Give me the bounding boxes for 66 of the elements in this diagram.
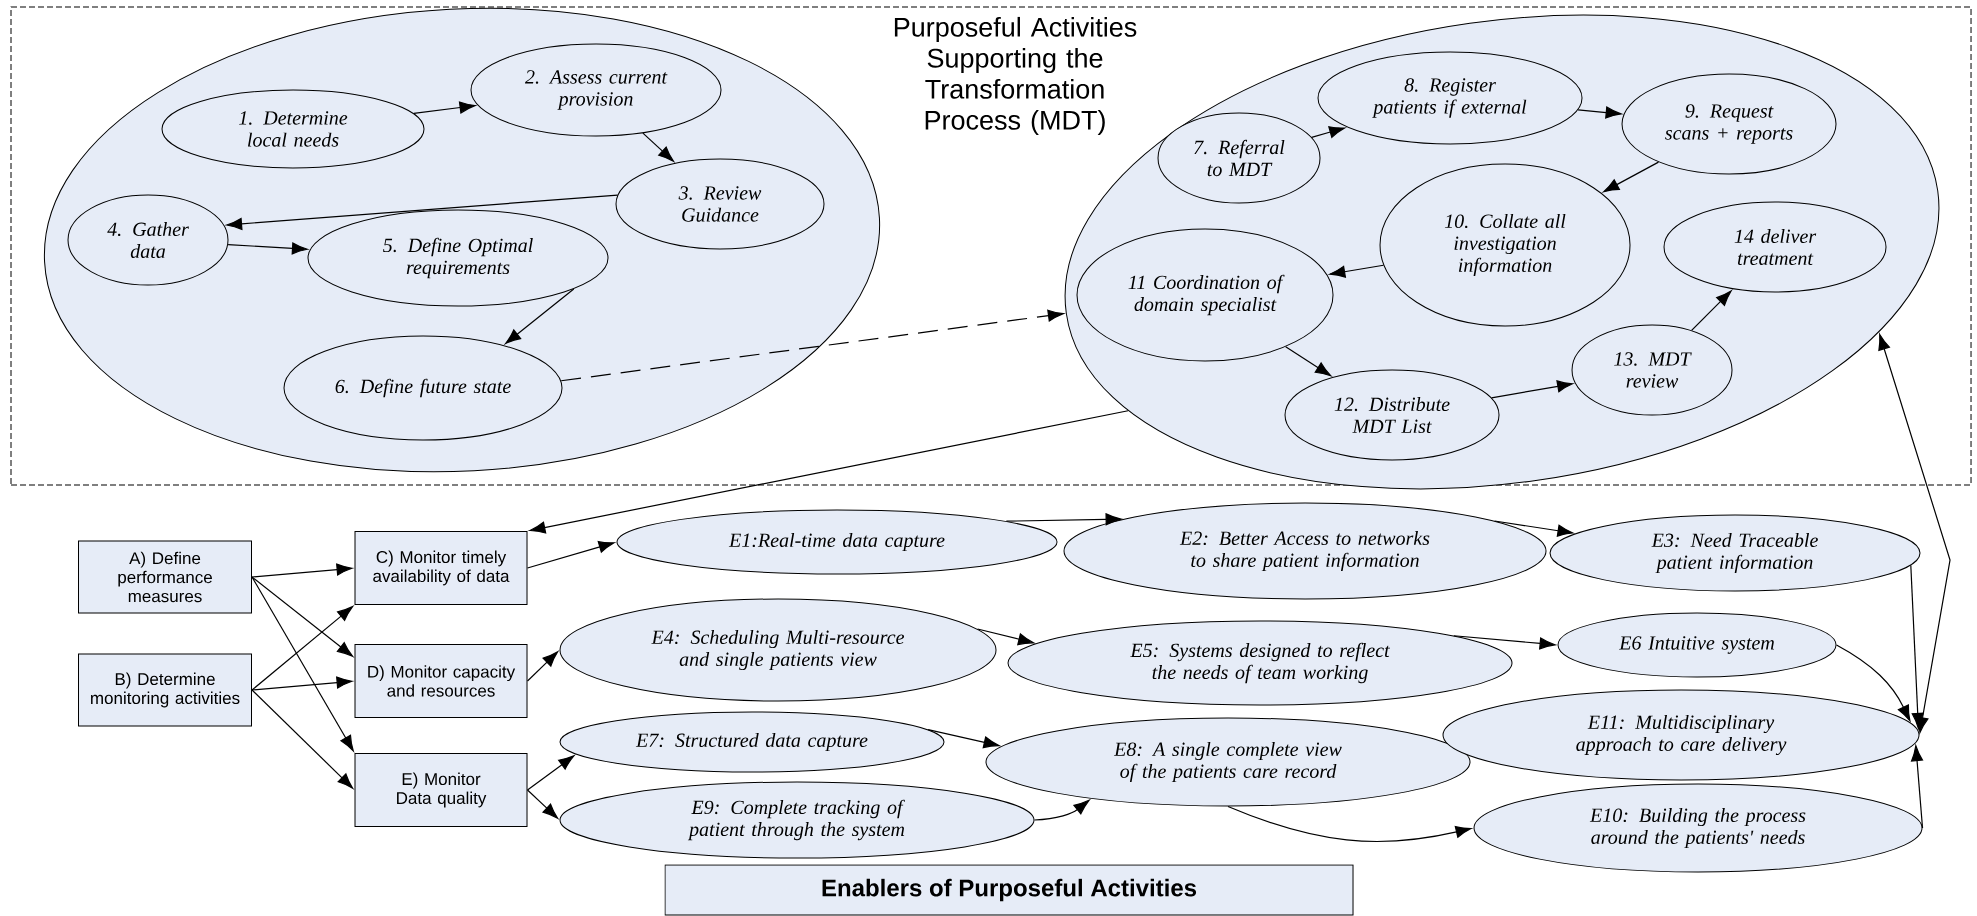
activity-oval: 12. Distribute MDT List <box>1284 369 1500 461</box>
arrow <box>1494 520 1574 537</box>
arrow <box>251 576 354 657</box>
arrow <box>976 628 1035 646</box>
activity-oval: 8. Register patients if external <box>1317 51 1583 145</box>
activity-oval: 9. Request scans + reports <box>1621 73 1837 175</box>
arrow <box>251 676 353 691</box>
process-box: A) Define performance measures <box>78 540 252 614</box>
arrow <box>1311 126 1346 138</box>
arrow <box>1453 635 1556 650</box>
activity-oval: 5. Define Optimal requirements <box>307 209 609 307</box>
activity-oval: E7: Structured data capture <box>559 711 945 773</box>
process-box: B) Determine monitoring activities <box>78 653 252 727</box>
activity-oval: 3. Review Guidance <box>615 158 825 250</box>
arrow <box>1329 264 1385 278</box>
arrow <box>1285 346 1332 377</box>
activity-oval: E10: Building the process around the patients' needs <box>1473 783 1923 873</box>
activity-oval: 6. Define future state <box>283 335 563 441</box>
process-box: C) Monitor timely availability of data <box>354 531 528 605</box>
activity-oval: 7. Referral to MDT <box>1157 112 1321 204</box>
arrow <box>526 755 575 791</box>
arrow <box>526 541 615 569</box>
arrow <box>251 563 353 578</box>
arrow <box>413 101 476 115</box>
arrow <box>226 194 619 230</box>
arrow <box>227 242 308 255</box>
arrow <box>505 288 575 345</box>
dashed-arrow <box>560 309 1064 382</box>
process-box: D) Monitor capacity and resources <box>354 644 528 718</box>
arrow <box>1033 799 1090 821</box>
arrow <box>1910 564 1924 729</box>
title-banner: Enablers of Purposeful Activities <box>664 864 1354 916</box>
arrow <box>1227 805 1472 843</box>
activity-oval: 14 deliver treatment <box>1663 201 1887 293</box>
activity-oval: 13. MDT review <box>1571 324 1733 416</box>
arrow <box>529 410 1129 534</box>
activity-oval: E9: Complete tracking of patient through the system <box>559 781 1035 859</box>
activity-oval: E6 Intuitive system <box>1557 612 1837 678</box>
arrow <box>642 132 674 162</box>
activity-oval: E5: Systems designed to reflect the needs of team working <box>1007 620 1513 706</box>
arrow <box>251 576 354 752</box>
activity-oval: 2. Assess current provision <box>470 43 722 137</box>
arrow <box>1005 513 1122 526</box>
arrow <box>1691 290 1732 331</box>
arrow <box>927 729 1000 749</box>
activity-oval: E1:Real-time data capture <box>616 509 1058 575</box>
arrow <box>1835 644 1911 722</box>
activity-oval: 1. Determine local needs <box>161 89 425 169</box>
arrow <box>251 689 354 789</box>
activity-oval: E4: Scheduling Multi-resource and single patients view <box>559 598 997 702</box>
arrow <box>526 651 559 682</box>
arrow <box>1878 333 1951 734</box>
arrow <box>1577 106 1622 119</box>
arrow <box>1490 380 1574 399</box>
activity-oval: E8: A single complete view of the patients care record <box>985 717 1471 807</box>
activity-oval: 10. Collate all investigation information <box>1379 163 1631 327</box>
process-box: E) Monitor Data quality <box>354 753 528 827</box>
arrow <box>1910 745 1924 829</box>
arrow <box>526 789 559 819</box>
activity-oval: E2: Better Access to networks to share patient information <box>1063 502 1547 600</box>
activity-oval: 4. Gather data <box>67 194 229 286</box>
activity-oval: E11: Multidisciplinary approach to care delivery <box>1442 689 1920 781</box>
activity-oval: 11 Coordination of domain specialist <box>1076 228 1334 362</box>
arrow <box>1603 161 1660 193</box>
arrow <box>251 606 354 691</box>
activity-oval: E3: Need Traceable patient information <box>1549 514 1921 592</box>
